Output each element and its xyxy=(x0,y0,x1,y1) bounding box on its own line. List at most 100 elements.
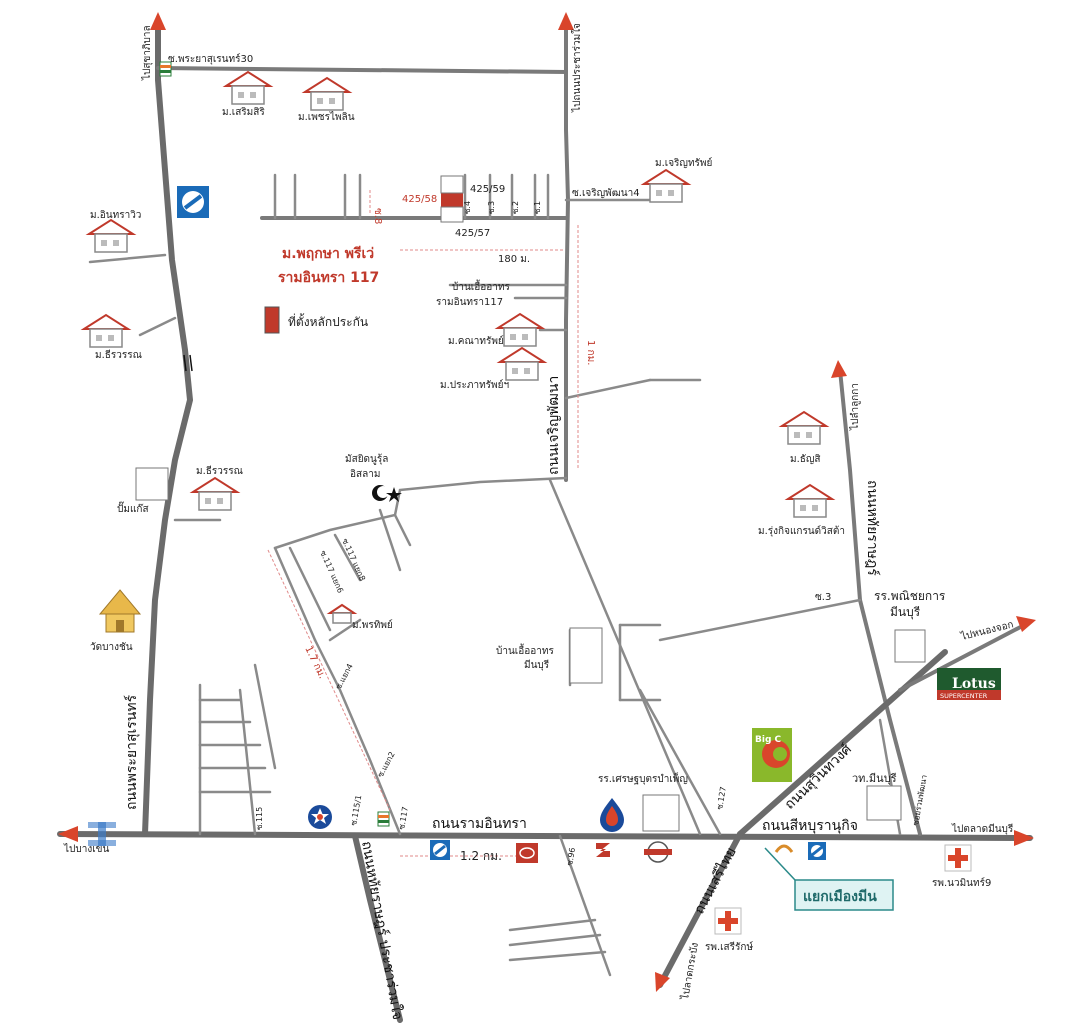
seri-thai-road xyxy=(657,831,743,988)
place-wat: วัดบางชัน xyxy=(90,642,133,653)
dir-minburi-market: ไปตลาดมีนบุรี xyxy=(951,823,1014,835)
phraya-suren-road xyxy=(142,19,194,837)
soi-yaek8: ซ.117 แยก8 xyxy=(340,537,367,582)
place-orphan2-a: บ้านเอื้ออาทร xyxy=(496,643,554,657)
suzuki-icon xyxy=(596,843,610,857)
distance-1km: 1 กม. xyxy=(585,340,596,365)
place-mosque-b: อิสลาม xyxy=(350,469,380,480)
road-break-marker xyxy=(183,354,193,372)
legend-label: ที่ตั้งหลักประกัน xyxy=(288,313,368,329)
lotus-label: Lotus xyxy=(952,676,996,692)
seri-thai-road-label: ถนนเสรีไทย xyxy=(691,844,740,916)
house-icon xyxy=(80,313,132,348)
gas-station-icon xyxy=(308,805,332,829)
bank-logo-icon xyxy=(430,840,450,860)
target-plot-marker xyxy=(441,193,463,207)
soi-4-label: ซ.4 xyxy=(463,201,472,214)
arrow-right-icon xyxy=(1014,830,1034,846)
soi-96: ซ.96 xyxy=(565,847,577,866)
place-thanyasri: ม.ธัญสิ xyxy=(790,454,821,465)
bridge-marker-icon xyxy=(88,822,116,846)
dealer-logo-icon xyxy=(774,844,794,853)
place-gas-station: ปั๊มแก๊ส xyxy=(117,501,149,515)
seven-eleven-icon xyxy=(377,811,390,827)
mosque-icon xyxy=(372,485,402,502)
dir-lat-krabang: ไปลาดกระบัง xyxy=(679,942,701,1002)
soi-3: ซ.3 xyxy=(815,592,831,603)
soi-charoen4: ซ.เจริญพัฒนา4 xyxy=(572,188,640,199)
place-thirawan1: ม.ธีรวรรณ xyxy=(95,349,142,361)
soi-127: ซ.127 xyxy=(715,786,728,810)
arrow-up-icon xyxy=(831,360,847,378)
house-icon xyxy=(85,218,137,253)
prayasuren30-soi xyxy=(156,66,568,74)
place-orphan1-b: รามอินทรา117 xyxy=(436,297,503,308)
place-charoensap: ม.เจริญทรัพย์ xyxy=(655,157,712,169)
place-school-a: รร.พณิชยการ xyxy=(874,589,946,603)
soi-yaek4: ซ.แยก4 xyxy=(334,662,355,691)
bigc-label: Big C xyxy=(755,735,782,745)
charoen-phatthana-road xyxy=(564,20,571,482)
arrow-up-icon xyxy=(558,12,574,30)
soi-yaek2: ซ.แยก2 xyxy=(376,750,397,779)
phraya-suren-road-label: ถนนพระยาสุเรนทร์ xyxy=(123,694,140,810)
place-orphan2-b: มีนบุรี xyxy=(524,659,550,671)
place-prapasap: ม.ประภาทรัพย์ฯ xyxy=(440,379,509,391)
mosque-road xyxy=(273,476,568,550)
ramintra-road xyxy=(57,831,1033,841)
soi-yaek6: ซ.117 แยก6 xyxy=(318,549,345,594)
dir-lam-luk-ka: ไปลำลูกกา xyxy=(849,383,861,431)
to-nong-chok-road xyxy=(898,620,1032,692)
ramintra-road-label: ถนนรามอินทรา xyxy=(432,816,527,832)
hospital-icon xyxy=(944,844,972,872)
arrow-right-icon xyxy=(1016,616,1036,632)
place-phonthip: ม.พรทิพย์ xyxy=(352,619,393,631)
place-khanasap: ม.คณาทรัพย์ xyxy=(448,335,504,347)
gas-station-box xyxy=(135,467,169,501)
plot-neighbor-label: 425/59 xyxy=(470,184,505,195)
nissan-icon xyxy=(644,841,672,863)
dir-bang-chan: ไปบางเขน xyxy=(63,843,109,855)
place-school-b: มีนบุรี xyxy=(890,605,921,620)
place-hosp-nawamin: รพ.นวมินทร์9 xyxy=(932,877,991,889)
bigc-logo-icon xyxy=(752,728,792,782)
ptt-icon xyxy=(600,798,624,832)
distance-1-2km: 1.2 กม. xyxy=(460,849,502,863)
legend-swatch xyxy=(264,306,280,334)
project-title: ม.พฤกษา พรีเว่ xyxy=(282,246,374,262)
plot-target-label: 425/58 xyxy=(402,194,437,205)
bank-logo-icon xyxy=(808,842,826,860)
place-soemsiri: ม.เสริมสิริ xyxy=(222,107,265,118)
house-icon xyxy=(222,70,274,105)
place-setthabut: รร.เศรษฐบุตรบำเพ็ญ xyxy=(598,771,688,785)
house-icon xyxy=(189,476,241,511)
hospital-icon xyxy=(714,907,742,935)
temple-icon xyxy=(98,589,142,633)
dir-nong-chok: ไปหนองจอก xyxy=(959,618,1015,643)
place-phetphailin: ม.เพชรไพลิน xyxy=(298,111,355,123)
house-icon xyxy=(778,410,830,445)
junction-callout xyxy=(794,879,894,911)
house-icon xyxy=(494,312,546,347)
project-subtitle: รามอินทรา 117 xyxy=(278,270,379,286)
place-orphan1-a: บ้านเอื้ออาทร xyxy=(452,279,510,293)
place-mosque-a: มัสยิดนูรุ้ล xyxy=(345,453,388,465)
lotus-sub-label: SUPERCENTER xyxy=(940,692,988,700)
sihaburanukit-road-label: ถนนสีหบุรานุกิจ xyxy=(762,818,858,834)
soi-3-label: ซ.3 xyxy=(487,201,496,214)
bank-logo-icon xyxy=(177,186,209,218)
house-icon xyxy=(326,603,358,624)
dir-top-center: ไปถนนประชาร่วมใจ xyxy=(571,23,583,113)
soi-117: ซ.117 xyxy=(397,806,410,830)
place-rungkit: ม.รุ่งกิจแกรนด์วิสต้า xyxy=(758,525,845,537)
house-icon xyxy=(640,168,692,203)
lotus-logo-icon xyxy=(937,668,1001,700)
house-icon xyxy=(496,346,548,381)
junction-label: แยกเมืองมีน xyxy=(803,889,877,905)
house-icon xyxy=(784,483,836,518)
arrow-up-icon xyxy=(150,12,166,30)
soi-1-label: ซ.1 xyxy=(533,201,542,214)
soi-2-label: ซ.2 xyxy=(511,201,520,214)
hathai-rat-road-label: ถนนหทัยราษฎร์ xyxy=(864,480,881,576)
